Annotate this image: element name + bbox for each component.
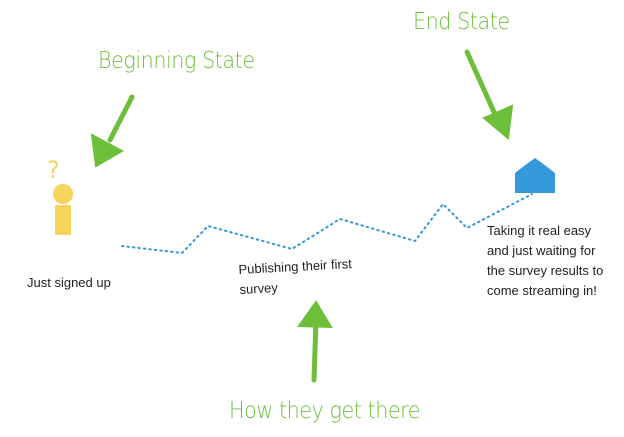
- arrow-middle: [297, 300, 333, 383]
- end-label: Taking it real easy and just waiting for…: [487, 221, 603, 301]
- start-label: Just signed up: [27, 275, 111, 290]
- svg-text:?: ?: [47, 156, 60, 184]
- end-state-title: End State: [413, 9, 510, 35]
- middle-label: Publishing their first survey: [238, 254, 353, 300]
- beginning-state-title: Beginning State: [98, 48, 255, 74]
- end-label-line: and just waiting for: [487, 243, 596, 258]
- end-label-line: the survey results to: [487, 263, 604, 278]
- how-they-get-there-title: How they get there: [229, 398, 421, 424]
- end-label-line: come streaming in!: [487, 283, 597, 298]
- arrow-beginning: [90, 94, 135, 168]
- question-person-icon: ?: [47, 156, 73, 235]
- house-icon: [515, 158, 555, 193]
- journey-path: [121, 193, 533, 255]
- end-label-line: Taking it real easy: [487, 223, 592, 238]
- arrow-end: [464, 49, 514, 140]
